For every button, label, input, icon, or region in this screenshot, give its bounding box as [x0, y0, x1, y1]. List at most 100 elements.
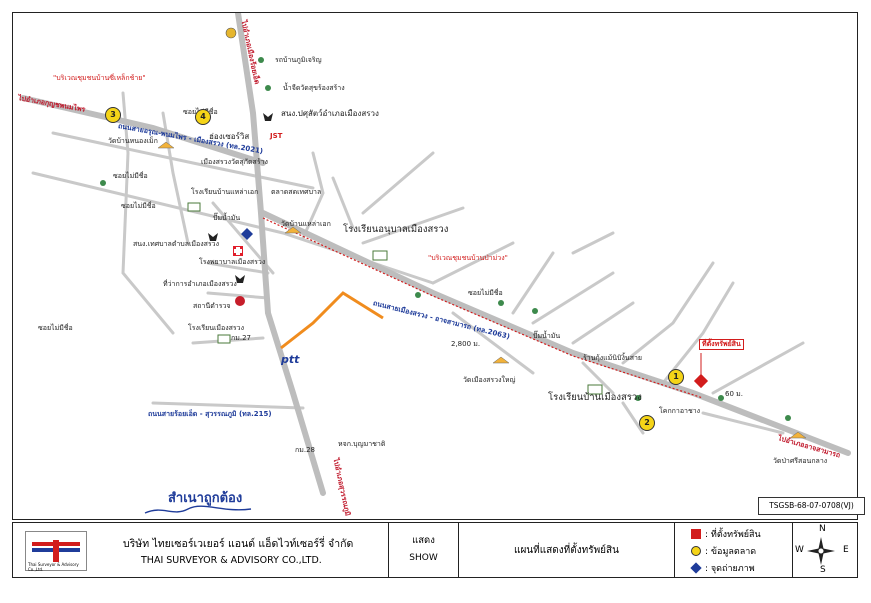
photo-point-icon[interactable] — [241, 228, 253, 240]
place-label: โรงเรียนเมืองสรวง — [188, 324, 244, 332]
place-label: รถบ้านภูมิเจริญ — [275, 56, 322, 64]
map-frame: ptt ถนนสายอรุณ-พนมไพร - เมืองสรวง (ทล.20… — [12, 12, 865, 521]
place-label: วัดเมืองสรวงใหญ่ — [463, 376, 516, 384]
police-icon — [235, 296, 245, 306]
place-label: โรงพยาบาลเมืองสรวง — [199, 258, 266, 266]
map-title: แผนที่แสดงที่ตั้งทรัพย์สิน — [514, 545, 619, 556]
diamond-icon — [690, 562, 702, 574]
route-dotted — [262, 217, 704, 399]
school-icon — [217, 334, 231, 344]
road-label-215: ถนนสายร้อยเอ็ด - สุวรรณภูมิ (ทล.215) — [148, 410, 272, 418]
square-icon — [691, 529, 701, 539]
place-label: ร้านกุ้งแม้นิบิงิ้นสาย — [583, 354, 642, 362]
temple-icon — [157, 141, 175, 149]
garuda-icon — [263, 113, 273, 121]
market-marker-2[interactable]: 2 — [639, 415, 655, 431]
school-icons — [187, 202, 603, 395]
soi-label: ซอยไม่มีชื่อ — [113, 172, 148, 180]
emblem-icons — [208, 113, 273, 283]
map-canvas[interactable]: ptt — [13, 13, 859, 521]
place-label: วัดบ้านแหล่าเอก — [281, 220, 331, 228]
compass-icon — [807, 537, 835, 565]
km-label: กม.27 — [231, 334, 251, 342]
community-label-2: "บริเวณชุมชนบ้านป่าม่วง" — [428, 254, 508, 262]
property-marker[interactable] — [693, 373, 709, 389]
map-icon — [415, 292, 421, 298]
soi-label: ซอยไม่มีชื่อ — [121, 202, 156, 210]
map-icon — [785, 415, 791, 421]
signature-stroke — [144, 505, 252, 514]
legend-cell: : ที่ตั้งทรัพย์สิน : ข้อมูลตลาด : จุดถ่า… — [675, 523, 793, 577]
title-cell: แผนที่แสดงที่ตั้งทรัพย์สิน — [459, 523, 675, 577]
school-icon — [587, 384, 603, 395]
soi-label: ซอยไม่มีชื่อ — [38, 324, 73, 332]
compass-w: W — [795, 545, 804, 555]
signature-text: สำเนาถูกต้อง — [168, 491, 243, 506]
temple-icons — [157, 141, 807, 439]
main-roads — [20, 13, 851, 496]
place-label: โรงเรียนอนุบาลเมืองสรวง — [343, 224, 449, 235]
km-label: กม.28 — [295, 446, 315, 454]
market-marker-1[interactable]: 1 — [668, 369, 684, 385]
place-label: สนง.ปศุสัตว์อำเภอเมืองสรวง — [281, 109, 379, 118]
school-icon — [187, 202, 201, 212]
garuda-icon — [235, 275, 245, 283]
show-label-thai: แสดง — [412, 535, 435, 546]
temple-icon — [492, 356, 510, 364]
company-cell: Thai Surveyor & Advisory Co.,Ltd. บริษัท… — [13, 523, 389, 577]
place-label: วัดป่าศรีสอนกลาง — [773, 457, 828, 465]
place-label: โรงเรียนบ้านเมืองสรวง — [548, 392, 642, 403]
jst-label: JST — [270, 132, 283, 140]
place-label: ที่ว่าการอำเภอเมืองสรวง — [163, 280, 237, 288]
company-logo: Thai Surveyor & Advisory Co.,Ltd. — [25, 531, 87, 572]
place-label: สถานีตำรวจ — [193, 302, 231, 310]
place-label: น้ำจืดวัดสุขร้องสร้าง — [283, 84, 345, 92]
market-marker-3[interactable]: 3 — [105, 107, 121, 123]
place-label: หจก.บุญมาชาติ — [338, 440, 386, 448]
map-icon — [532, 308, 538, 314]
place-label: ปั๊มน้ำมัน — [533, 332, 561, 340]
show-label-english: SHOW — [409, 553, 438, 563]
soi-label: ซอยไม่มีชื่อ — [468, 289, 503, 297]
logo-text: Thai Surveyor & Advisory Co.,Ltd. — [28, 562, 79, 572]
market-marker-4[interactable]: 4 — [195, 109, 211, 125]
hospital-icon — [233, 246, 243, 256]
minor-roads — [31, 91, 805, 435]
compass-cell: N S W E — [793, 523, 856, 577]
circle-icon — [691, 546, 701, 556]
map-icon — [718, 395, 724, 401]
place-label: สนง.เทศบาลตำบลเมืองสรวง — [133, 240, 220, 248]
map-icon — [635, 395, 641, 401]
garuda-icon — [208, 233, 218, 241]
community-label-1: "บริเวณชุมชนบ้านซี่เหล็กช้าย" — [53, 74, 146, 82]
compass-n: N — [819, 524, 826, 534]
ptt-icon: ptt — [280, 353, 300, 366]
temple-icon — [284, 226, 302, 234]
reference-code: TSGSB-68-07-0708(VJ) — [758, 497, 865, 515]
school-icon — [372, 250, 388, 261]
place-label: ฮ่องเซอร์วิส — [209, 132, 250, 141]
place-label: โคกกาอาชาง — [659, 407, 701, 415]
distance-label: 60 ม. — [725, 390, 743, 398]
misc-icons — [100, 57, 791, 421]
place-label: วัดบ้านหนองเม็ก — [108, 137, 158, 145]
temple-icon — [789, 431, 807, 439]
map-icon — [498, 300, 504, 306]
show-cell: แสดง SHOW — [389, 523, 459, 577]
compass-e: E — [843, 545, 849, 555]
company-name-thai: บริษัท ไทยเซอร์เวเยอร์ แอนด์ แอ็ดไวท์เซอ… — [123, 538, 354, 550]
compass-s: S — [820, 565, 826, 575]
property-label: ที่ตั้งทรัพย์สิน — [699, 339, 744, 350]
footer: Thai Surveyor & Advisory Co.,Ltd. บริษัท… — [12, 522, 858, 578]
place-label: ปั๊มน้ำมัน — [213, 214, 241, 222]
road-215 — [235, 13, 326, 496]
company-name-english: THAI SURVEYOR & ADVISORY CO.,LTD. — [141, 555, 322, 566]
orange-road — [280, 291, 384, 350]
map-icon — [100, 180, 106, 186]
map-icon — [258, 57, 264, 63]
marker-5-icon — [225, 27, 237, 39]
legend-property: : ที่ตั้งทรัพย์สิน — [691, 527, 761, 541]
distance-label: 2,800 ม. — [451, 340, 481, 348]
logo-icon — [32, 540, 80, 562]
legend-market: : ข้อมูลตลาด — [691, 544, 756, 558]
